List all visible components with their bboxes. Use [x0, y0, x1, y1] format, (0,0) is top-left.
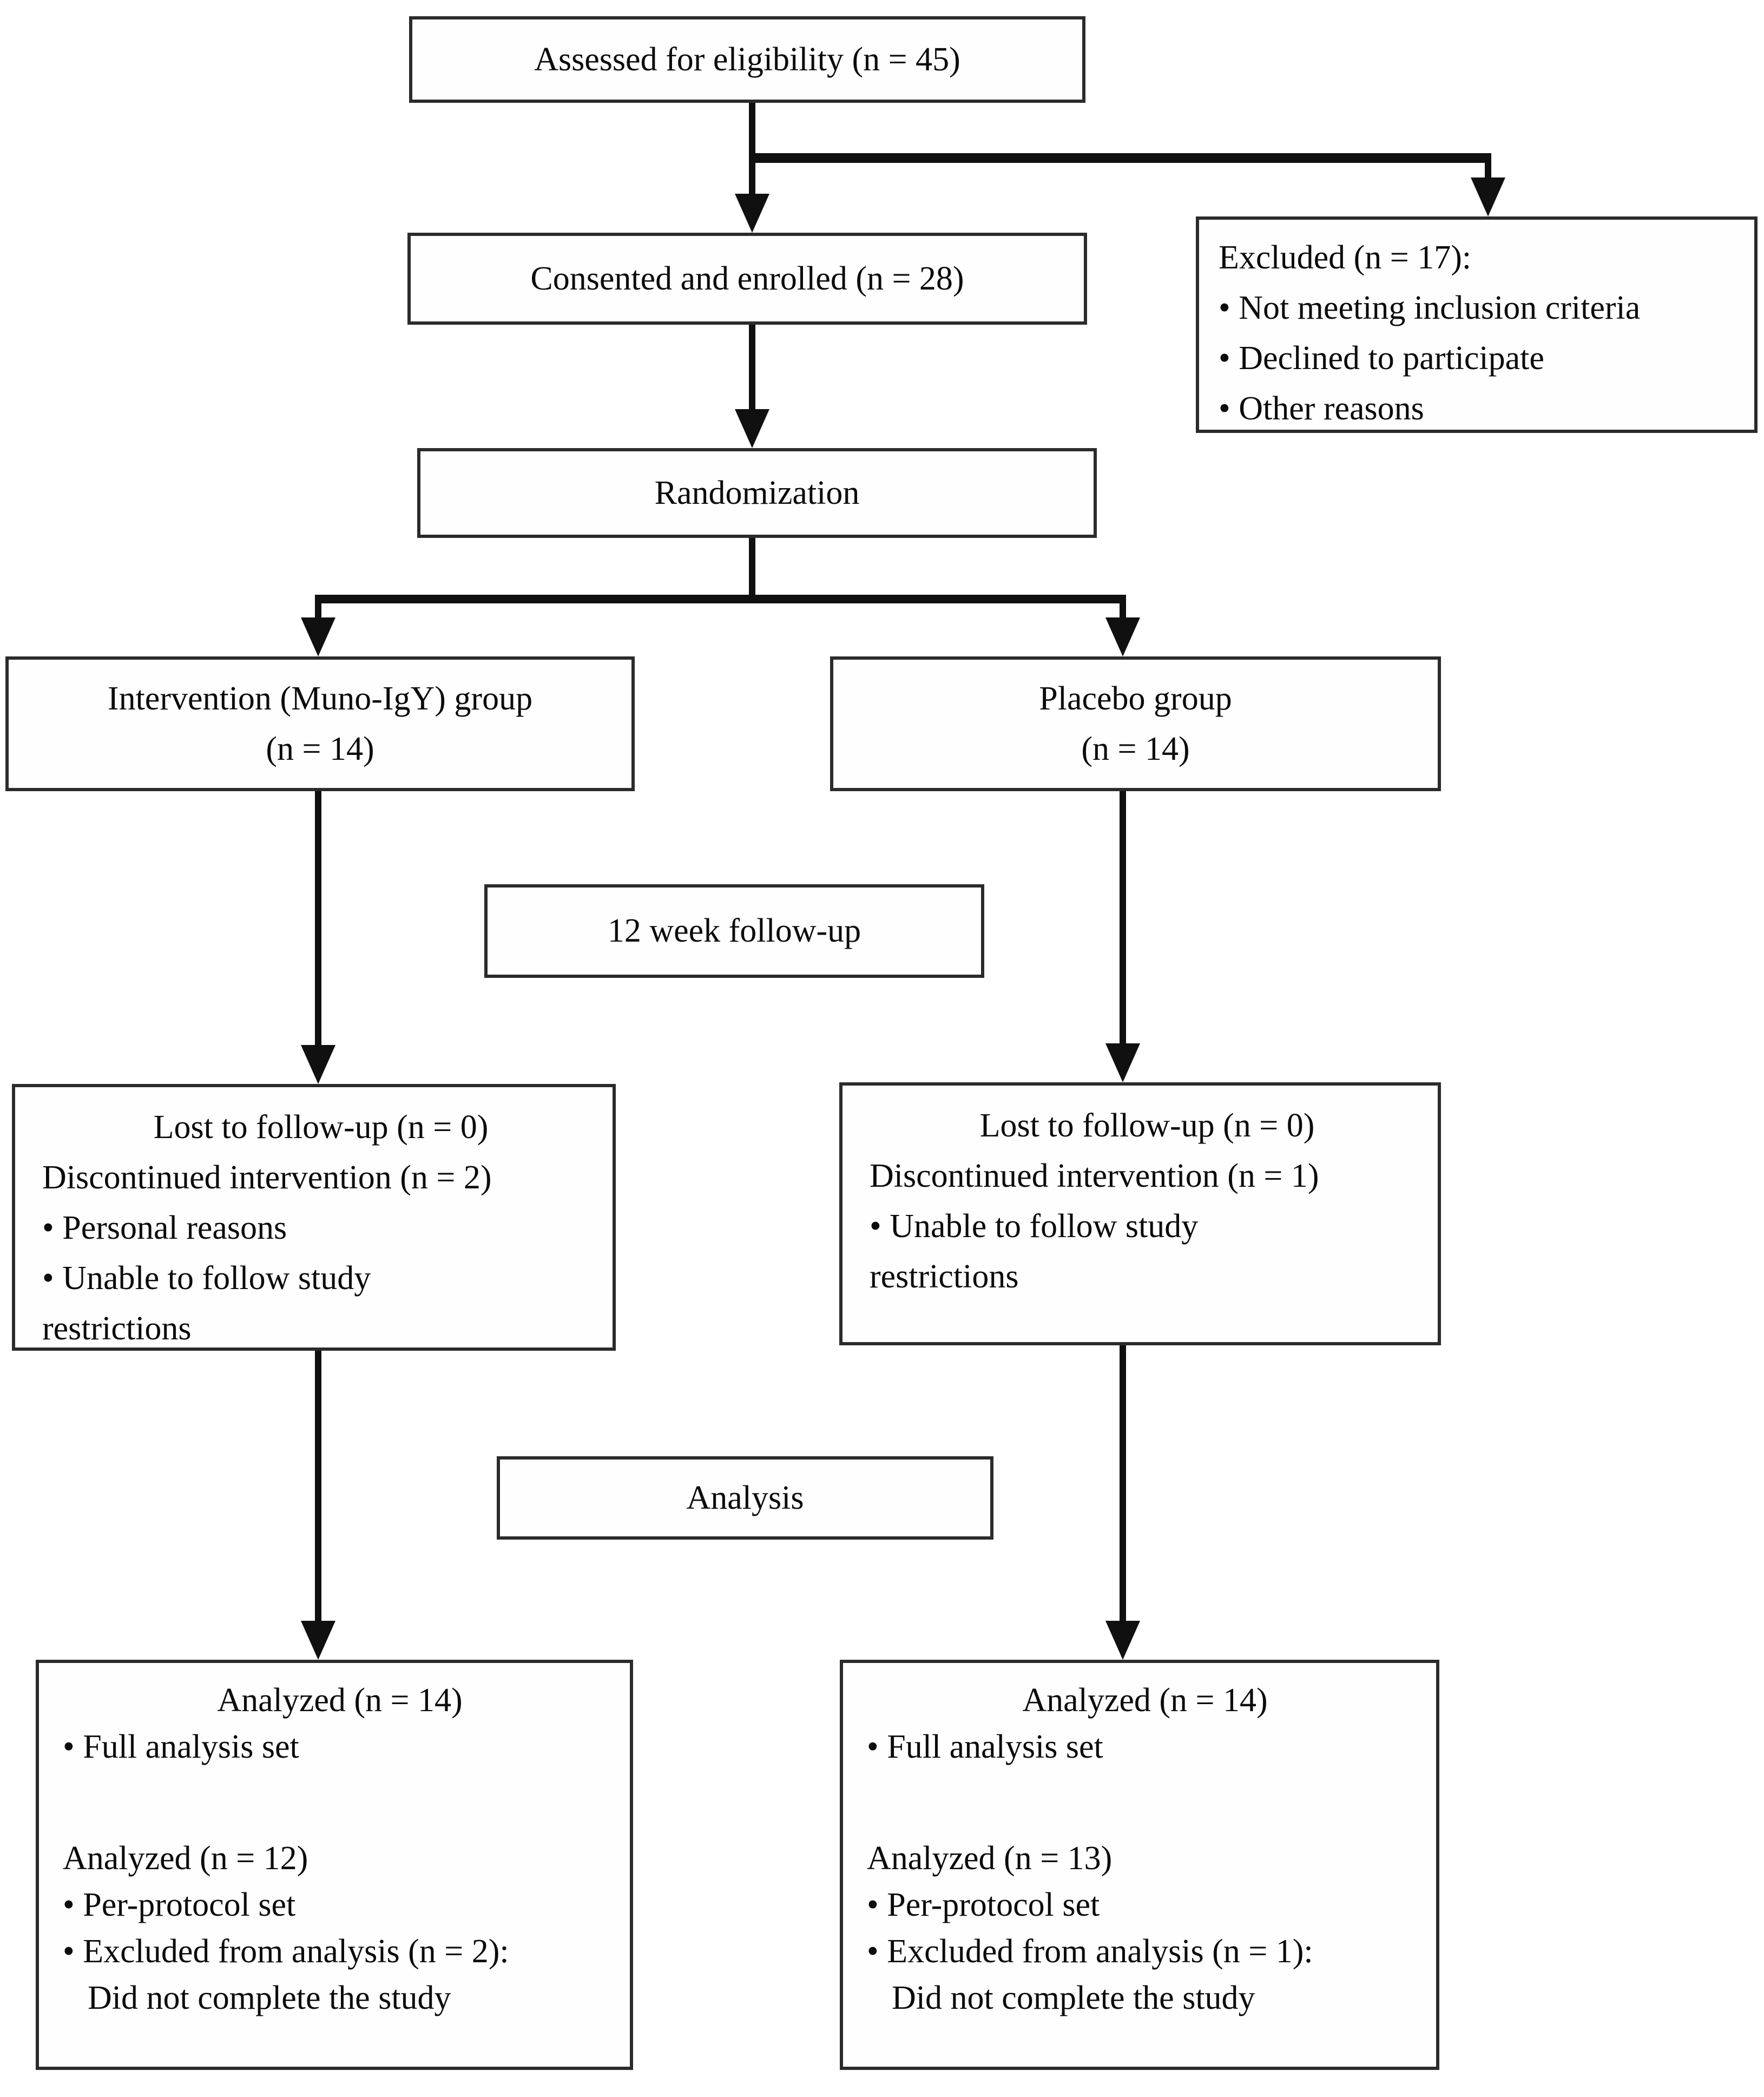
arrow-down-icon	[301, 617, 335, 656]
discontinued-reason-continuation: restrictions	[870, 1258, 1019, 1295]
discontinued-line: Discontinued intervention (n = 1)	[870, 1158, 1319, 1194]
analyzed-placebo-box: Analyzed (n = 14) • Full analysis set An…	[840, 1660, 1439, 2070]
connector-drop-excluded	[1485, 153, 1491, 180]
intervention-group-box: Intervention (Muno-IgY) group (n = 14)	[5, 656, 635, 791]
excluded-box: Excluded (n = 17): • Not meeting inclusi…	[1196, 216, 1758, 433]
followup-stage-label: 12 week follow-up	[607, 912, 861, 949]
assessed-eligibility-box: Assessed for eligibility (n = 45)	[409, 16, 1085, 103]
discontinued-reason-continuation: restrictions	[42, 1310, 192, 1347]
discontinued-line: Discontinued intervention (n = 2)	[42, 1159, 492, 1196]
excluded-title: Excluded (n = 17):	[1219, 239, 1472, 276]
arrow-down-icon	[1105, 1043, 1140, 1082]
connector-branch-excluded	[749, 153, 1491, 163]
placebo-group-count: (n = 14)	[1081, 730, 1190, 767]
randomization-box: Randomization	[417, 448, 1097, 538]
discontinued-reason: • Unable to follow study	[42, 1260, 371, 1297]
analyzed-set: • Per-protocol set	[63, 1886, 296, 1923]
excluded-reason: • Other reasons	[1219, 390, 1424, 427]
analyzed-exclusion-continuation: Did not complete the study	[88, 1980, 451, 2016]
lost-followup-placebo-box: Lost to follow-up (n = 0) Discontinued i…	[839, 1082, 1441, 1345]
discontinued-reason: • Unable to follow study	[870, 1208, 1199, 1245]
intervention-group-count: (n = 14)	[266, 730, 374, 767]
analysis-stage-label: Analysis	[686, 1479, 804, 1516]
analyzed-set: • Full analysis set	[867, 1728, 1103, 1765]
connector-lost-analyzed-left	[315, 1351, 321, 1622]
randomization-label: Randomization	[654, 474, 860, 511]
followup-stage-box: 12 week follow-up	[484, 884, 984, 978]
connector-split-bar	[315, 595, 1126, 603]
analysis-stage-box: Analysis	[497, 1456, 993, 1540]
analyzed-header-2: Analyzed (n = 13)	[867, 1840, 1113, 1877]
connector-lost-analyzed-right	[1120, 1345, 1126, 1622]
placebo-group-label: Placebo group	[1039, 680, 1232, 717]
analyzed-exclusion: • Excluded from analysis (n = 1):	[867, 1933, 1313, 1970]
arrow-down-icon	[301, 1621, 335, 1660]
analyzed-header: Analyzed (n = 14)	[217, 1682, 463, 1719]
analyzed-exclusion: • Excluded from analysis (n = 2):	[63, 1933, 509, 1970]
connector-split-intervention	[315, 602, 321, 619]
connector-assessed-consented	[749, 103, 755, 198]
arrow-down-icon	[735, 409, 769, 448]
analyzed-set: • Full analysis set	[63, 1728, 299, 1765]
analyzed-exclusion-continuation: Did not complete the study	[892, 1980, 1255, 2016]
excluded-reason: • Not meeting inclusion criteria	[1219, 290, 1641, 326]
lost-followup-header: Lost to follow-up (n = 0)	[979, 1107, 1315, 1144]
analyzed-intervention-box: Analyzed (n = 14) • Full analysis set An…	[36, 1660, 633, 2070]
arrow-down-icon	[301, 1045, 335, 1084]
lost-followup-intervention-box: Lost to follow-up (n = 0) Discontinued i…	[12, 1084, 616, 1351]
spacer	[63, 1770, 617, 1835]
placebo-group-box: Placebo group (n = 14)	[830, 656, 1441, 791]
arrow-down-icon	[1471, 178, 1505, 216]
arrow-down-icon	[1105, 617, 1140, 656]
assessed-eligibility-label: Assessed for eligibility (n = 45)	[534, 41, 960, 78]
spacer	[867, 1770, 1423, 1835]
arrow-down-icon	[1105, 1621, 1140, 1660]
connector-split-placebo	[1120, 602, 1126, 619]
excluded-reason: • Declined to participate	[1219, 340, 1544, 377]
lost-followup-header: Lost to follow-up (n = 0)	[153, 1109, 489, 1146]
consented-enrolled-box: Consented and enrolled (n = 28)	[407, 233, 1087, 325]
consented-enrolled-label: Consented and enrolled (n = 28)	[530, 260, 964, 297]
discontinued-reason: • Personal reasons	[42, 1209, 287, 1246]
analyzed-header: Analyzed (n = 14)	[1022, 1682, 1268, 1719]
connector-consented-randomization	[749, 325, 755, 410]
intervention-group-label: Intervention (Muno-IgY) group	[107, 680, 533, 717]
connector-randomization-split	[749, 538, 755, 602]
connector-intervention-lost	[315, 791, 321, 1047]
connector-placebo-lost	[1120, 791, 1126, 1046]
analyzed-header-2: Analyzed (n = 12)	[63, 1840, 308, 1877]
analyzed-set: • Per-protocol set	[867, 1886, 1100, 1923]
arrow-down-icon	[735, 194, 769, 233]
